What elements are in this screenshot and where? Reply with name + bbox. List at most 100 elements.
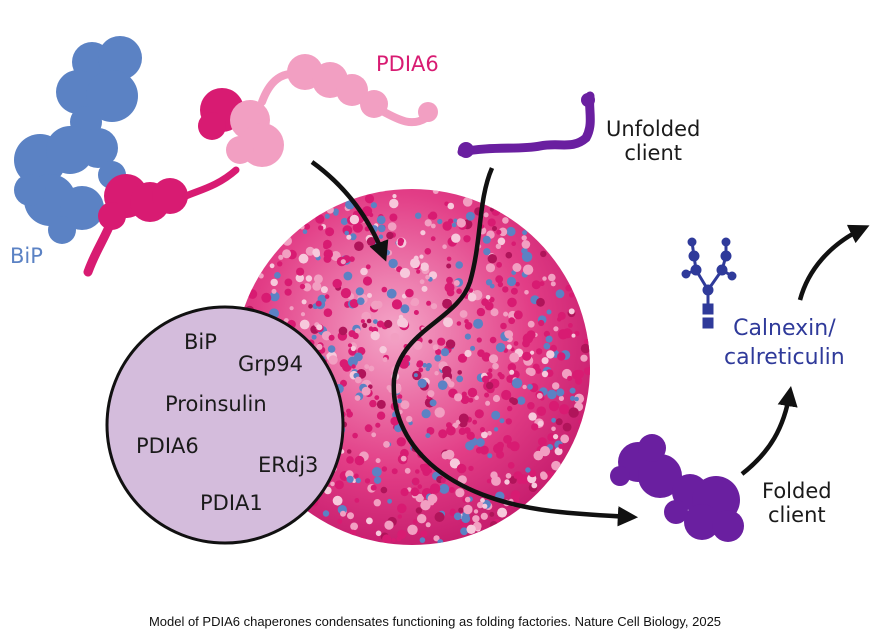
sphere-speckle [391, 468, 398, 475]
folded-client-label-line2: client [767, 503, 826, 528]
sphere-speckle [376, 399, 386, 409]
sphere-speckle [453, 512, 462, 521]
sphere-speckle [412, 519, 418, 524]
sphere-speckle [349, 299, 359, 308]
sphere-speckle [442, 244, 447, 249]
sphere-speckle [527, 402, 535, 410]
sphere-speckle [446, 263, 452, 269]
sphere-speckle [437, 380, 448, 391]
sphere-speckle [392, 194, 397, 199]
sphere-speckle [492, 362, 499, 370]
sphere-speckle [449, 509, 456, 517]
sphere-speckle [460, 527, 468, 536]
sphere-speckle [302, 229, 308, 234]
sphere-speckle [270, 278, 278, 287]
sphere-speckle [486, 478, 492, 484]
sphere-speckle [308, 304, 313, 309]
sphere-speckle [446, 276, 453, 284]
sphere-speckle [548, 273, 556, 282]
sphere-speckle [420, 262, 429, 272]
glycan-icon [681, 237, 737, 329]
sphere-speckle [501, 389, 512, 401]
component-label: Proinsulin [165, 392, 267, 416]
sphere-speckle [328, 334, 335, 341]
sphere-speckle [269, 263, 275, 269]
sphere-speckle [503, 435, 512, 444]
sphere-speckle [543, 342, 551, 350]
sphere-speckle [289, 306, 294, 311]
component-label: PDIA1 [200, 491, 263, 515]
sphere-speckle [538, 319, 545, 327]
sphere-speckle [327, 345, 336, 353]
folded-client-label-line1: Folded [762, 479, 832, 503]
sphere-speckle [442, 221, 452, 231]
sphere-speckle [324, 294, 330, 299]
sphere-speckle [301, 299, 307, 305]
sphere-speckle [373, 476, 382, 484]
sphere-speckle [318, 225, 324, 231]
sphere-speckle [346, 449, 352, 454]
sphere-speckle [415, 212, 422, 219]
sphere-speckle [470, 345, 476, 351]
sphere-speckle [390, 332, 400, 342]
sphere-speckle [571, 333, 576, 338]
sphere-speckle [320, 286, 328, 294]
sphere-speckle [373, 499, 381, 507]
sphere-speckle [374, 395, 380, 400]
sphere-speckle [372, 244, 377, 250]
sphere-speckle [482, 503, 488, 509]
sphere-speckle [440, 477, 446, 483]
sphere-speckle [510, 287, 518, 295]
sphere-speckle [261, 292, 272, 303]
sphere-speckle [247, 289, 258, 299]
sphere-speckle [458, 507, 464, 513]
sphere-speckle [507, 363, 517, 372]
sphere-speckle [546, 350, 555, 359]
sphere-speckle [274, 272, 281, 279]
sphere-speckle [536, 392, 543, 399]
sphere-speckle [558, 329, 569, 340]
sphere-speckle [568, 323, 573, 328]
sphere-speckle [511, 378, 523, 389]
sphere-speckle [457, 353, 468, 363]
sphere-speckle [343, 271, 353, 281]
client-path-arrow [391, 167, 639, 527]
sphere-speckle [553, 326, 559, 332]
sphere-speckle [507, 405, 513, 412]
sphere-speckle [495, 275, 504, 284]
sphere-speckle [485, 279, 493, 286]
sphere-speckle [472, 419, 478, 425]
sphere-speckle [381, 466, 388, 472]
sphere-speckle [420, 530, 428, 538]
sphere-speckle [413, 340, 423, 350]
sphere-speckle [389, 213, 398, 222]
sphere-speckle [397, 503, 407, 514]
sphere-speckle [462, 197, 473, 207]
sphere-speckle [426, 300, 432, 306]
bip-label: BiP [10, 244, 43, 268]
sphere-speckle [476, 438, 485, 447]
sphere-speckle [461, 514, 471, 523]
sphere-speckle [499, 418, 505, 424]
sphere-speckle [332, 208, 339, 215]
sphere-speckle [413, 310, 419, 315]
sphere-speckle [367, 293, 372, 298]
sphere-speckle [370, 300, 381, 310]
sphere-speckle [457, 475, 467, 485]
sphere-speckle [361, 536, 365, 540]
sphere-speckle [570, 395, 575, 401]
sphere-speckle [391, 299, 403, 310]
sphere-speckle [491, 476, 501, 486]
sphere-speckle [411, 477, 420, 486]
sphere-speckle [420, 500, 431, 511]
sphere-speckle [386, 385, 392, 391]
sphere-speckle [282, 236, 292, 246]
sphere-speckle [434, 512, 445, 522]
sphere-speckle [400, 304, 410, 314]
sphere-speckle [415, 507, 423, 514]
sphere-speckle [468, 397, 474, 403]
sphere-speckle [386, 231, 394, 240]
sphere-speckle [438, 429, 448, 439]
sphere-speckle [440, 348, 450, 357]
sphere-speckle [410, 487, 420, 497]
